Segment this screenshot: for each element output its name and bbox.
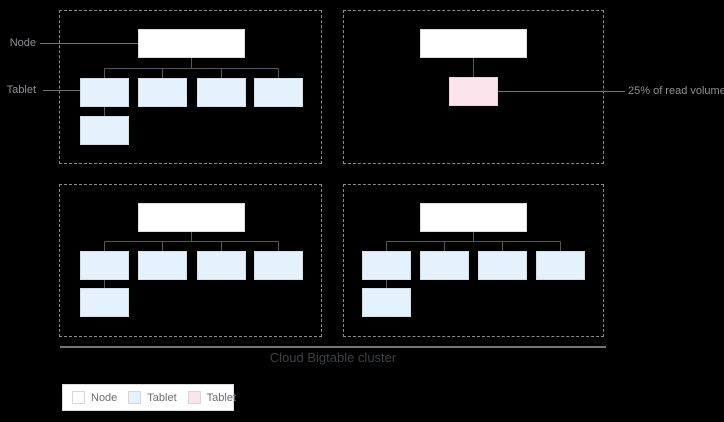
tablet-box [478, 251, 527, 280]
hot-tablet-box [449, 77, 498, 106]
legend-item-label: Node [91, 391, 118, 404]
tablet-box [254, 78, 303, 107]
legend-swatch-node [72, 391, 85, 404]
node-box [138, 29, 245, 58]
legend-item-node: Node [72, 391, 117, 404]
read-volume-annotation: 25% of read volume [628, 85, 724, 97]
node-group-boundary-bottom-left [59, 184, 322, 337]
tablet-box [254, 251, 303, 280]
legend-item-label: Tablet [206, 391, 237, 404]
node-box [138, 203, 245, 232]
legend-item-tablet: Tablet [128, 391, 177, 404]
tablet-pointer-label: Tablet [6, 84, 36, 96]
tablet-box [80, 116, 129, 145]
tablet-box [138, 251, 187, 280]
tablet-box [138, 78, 187, 107]
tablet-box [362, 288, 411, 317]
tablet-box [197, 78, 246, 107]
tablet-box [80, 78, 129, 107]
tablet-box [80, 251, 129, 280]
tablet-box [420, 251, 469, 280]
legend-swatch-hot-tablet [187, 391, 201, 404]
tablet-box [536, 251, 585, 280]
node-group-boundary-bottom-right [343, 184, 604, 337]
legend-item-hot-tablet: Tablet [187, 391, 237, 404]
legend: Node Tablet Tablet [62, 384, 237, 411]
node-pointer-label: Node [9, 37, 36, 49]
node-box [420, 29, 527, 58]
cluster-separator-line [60, 346, 606, 348]
cluster-caption: Cloud Bigtable cluster [269, 350, 397, 365]
node-box [420, 203, 527, 232]
tablet-box [362, 251, 411, 280]
tablet-box [80, 288, 129, 317]
legend-item-label: Tablet [147, 391, 177, 404]
legend-swatch-tablet [128, 391, 142, 404]
tablet-box [197, 251, 246, 280]
